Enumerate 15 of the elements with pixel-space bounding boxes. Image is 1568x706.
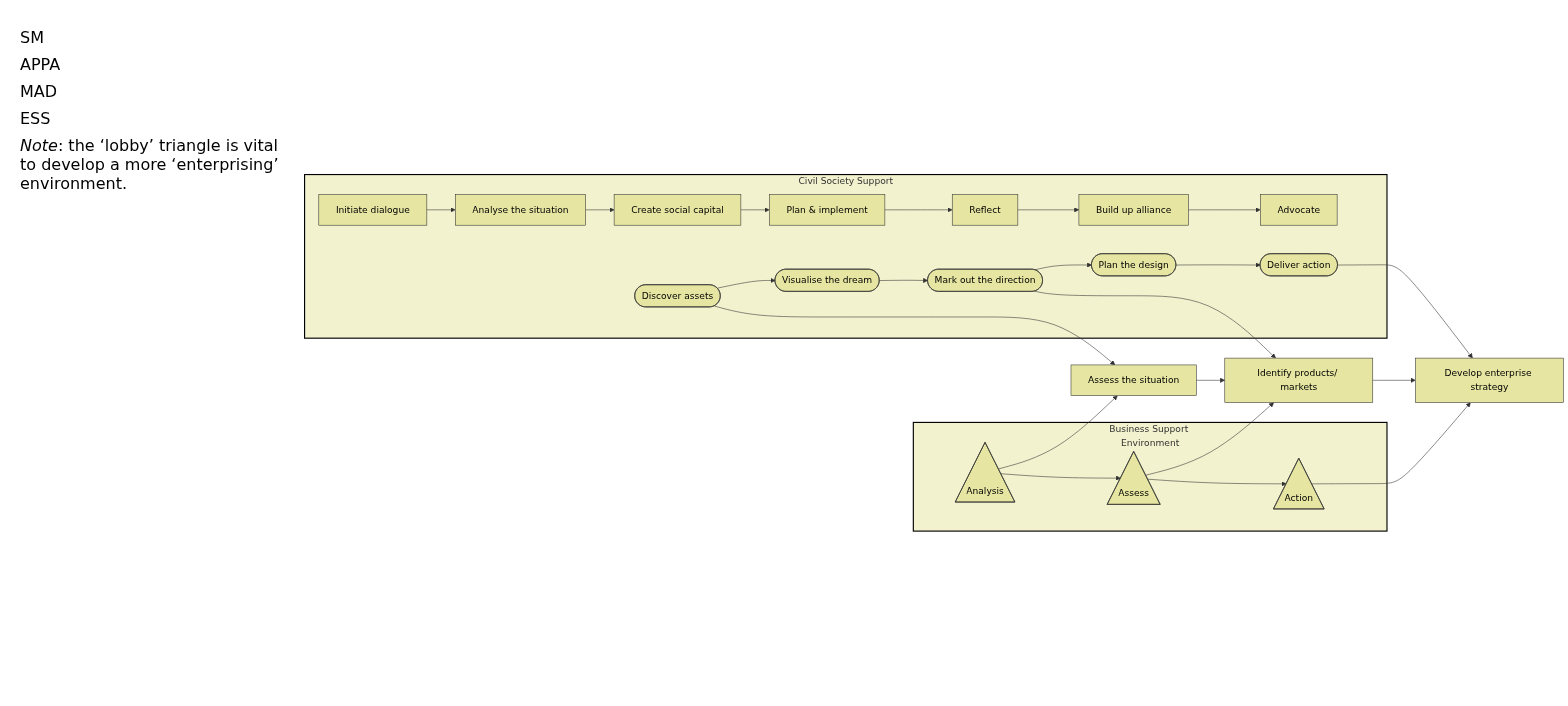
note-text: MAD xyxy=(20,82,59,101)
node-box: Initiate dialogue xyxy=(318,194,428,226)
node-box: Reflect xyxy=(951,194,1019,226)
note-text: ESS xyxy=(20,109,52,128)
node-box: Create social capital xyxy=(613,194,742,226)
note-text: APPA xyxy=(20,55,62,74)
node-box: Analyse the situation xyxy=(455,194,586,226)
note-text: SM xyxy=(20,28,45,47)
node-box: Plan & implement xyxy=(769,194,886,226)
node-box: Develop enterprise strategy xyxy=(1415,358,1564,403)
node-box: Identify products/ markets xyxy=(1224,358,1374,403)
node-box: Build up alliance xyxy=(1078,194,1189,226)
node-box: Advocate xyxy=(1260,194,1338,226)
note-text: Note: the ‘lobby’ triangle is vital to develop a more ‘enterprising’ environment. xyxy=(20,136,280,193)
node-box: Assess the situation xyxy=(1070,364,1197,397)
